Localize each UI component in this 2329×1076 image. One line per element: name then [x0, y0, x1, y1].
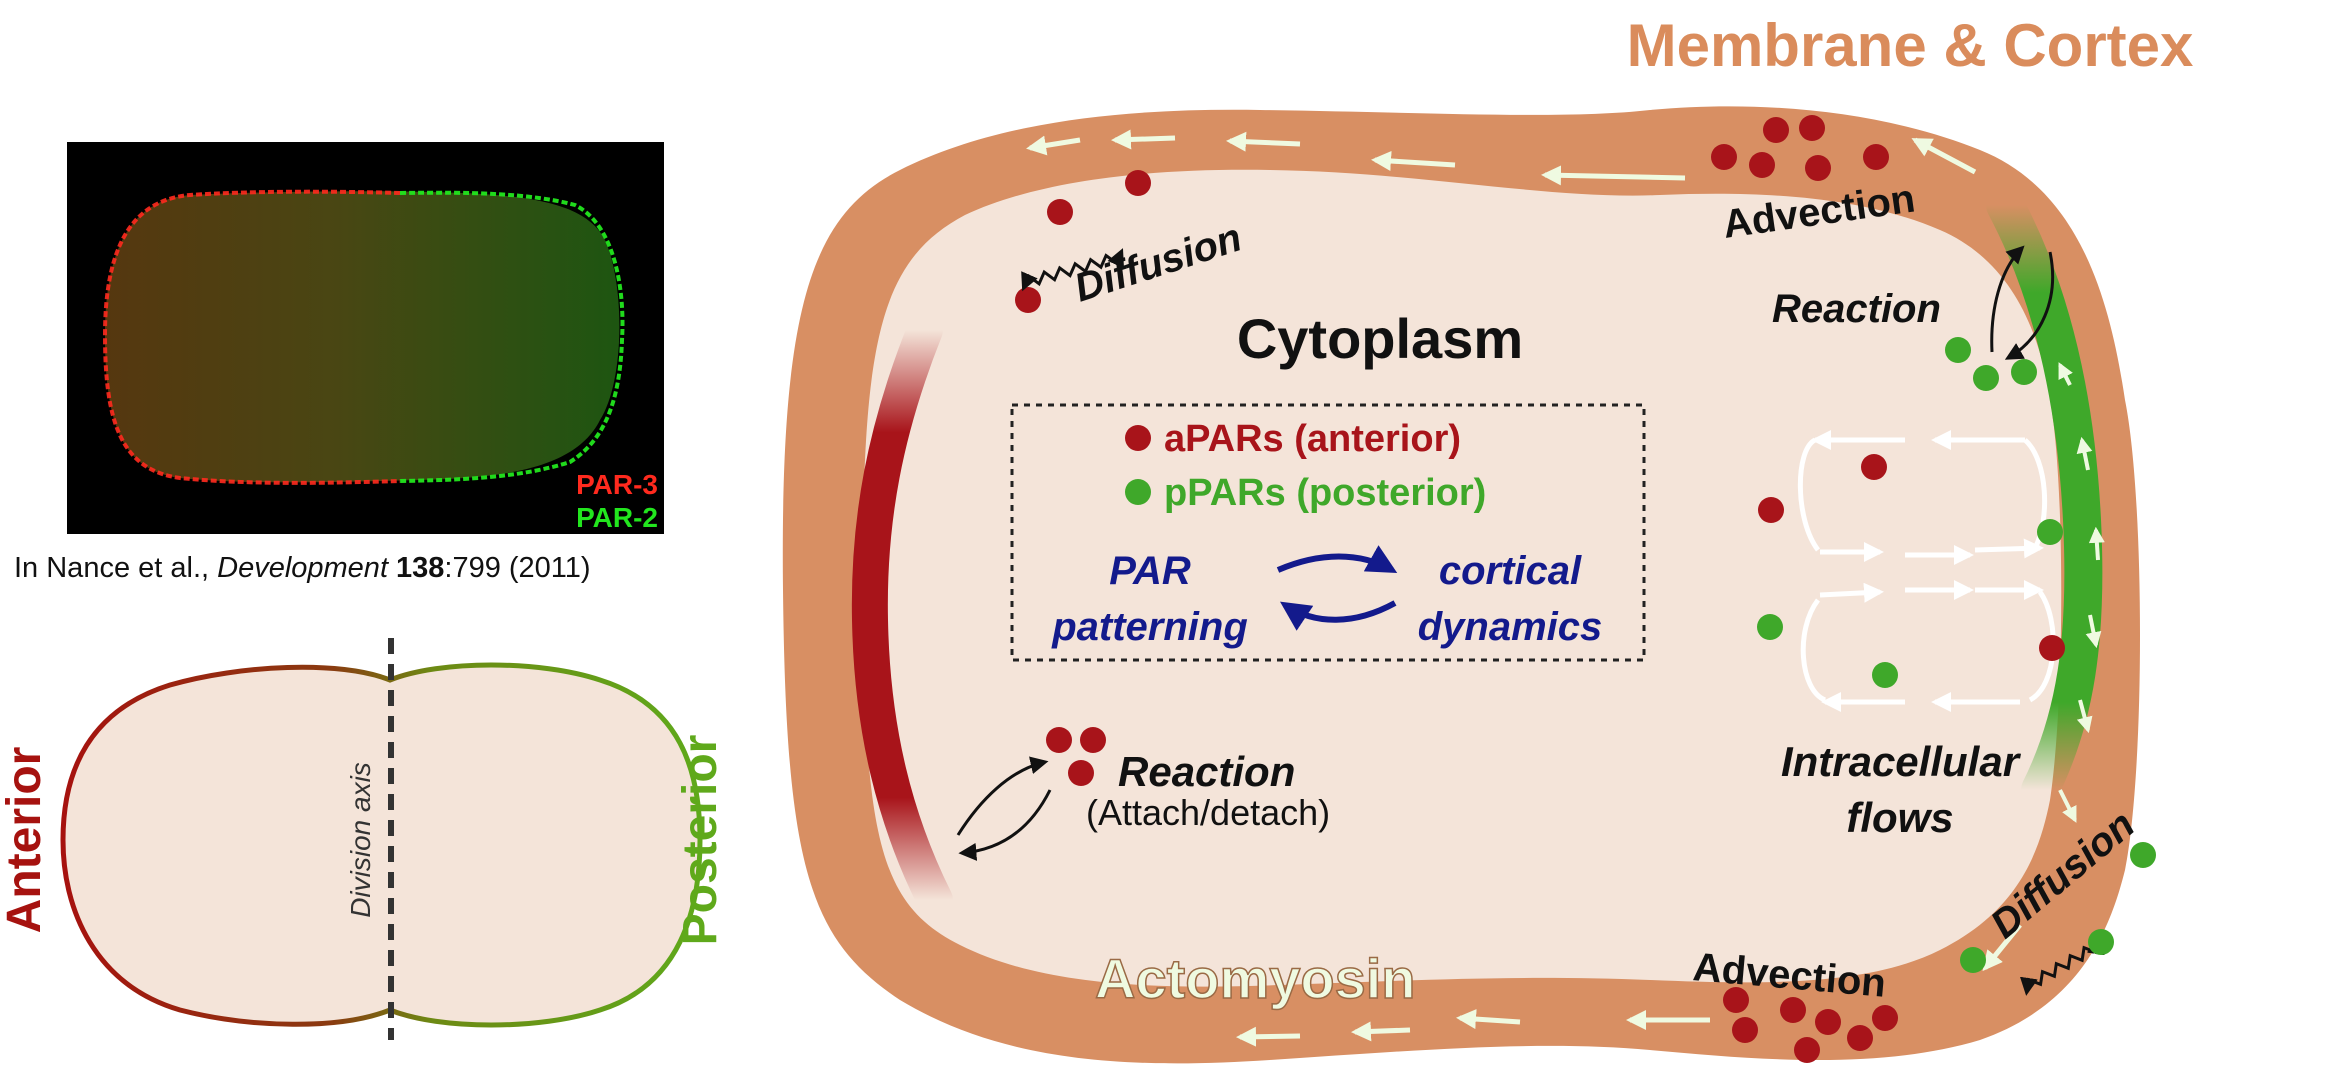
reaction-arrow-down — [2004, 251, 2055, 360]
apar-particle — [1046, 727, 1072, 753]
reaction-arrow-up — [1990, 245, 2025, 353]
diagram-title: Membrane & Cortex — [1627, 12, 2194, 79]
apar-particle — [1799, 115, 1825, 141]
apar-particle — [2039, 635, 2065, 661]
citation-journal: Development — [217, 552, 390, 584]
reaction-right: Reaction — [1772, 245, 2055, 391]
ppar-legend-label: pPARs (posterior) — [1164, 472, 1486, 514]
posterior-label: Posterior — [674, 735, 727, 946]
reaction-right-label: Reaction — [1772, 287, 1941, 331]
diffusion-wiggle-icon — [2019, 936, 2105, 996]
apar-particle — [1732, 1017, 1758, 1043]
ppar-particle — [1960, 947, 1986, 973]
apar-particle — [1758, 497, 1784, 523]
par-patterning-line1: PAR — [1109, 549, 1191, 593]
ppar-particle — [2130, 842, 2156, 868]
ppar-particle — [1872, 662, 1898, 688]
par3-cortex-signal — [102, 189, 401, 485]
embryo-body — [105, 191, 620, 483]
anterior-label: Anterior — [0, 747, 51, 934]
anterior-cortex-band — [851, 312, 953, 918]
apar-particle — [1723, 987, 1749, 1013]
apar-particle — [1780, 997, 1806, 1023]
apar-particle — [1805, 155, 1831, 181]
apar-particle — [1080, 727, 1106, 753]
coupling-arrow-top — [1276, 545, 1398, 573]
intracellular-flows — [1797, 430, 2056, 712]
main-diagram: Membrane & Cortex — [782, 12, 2194, 1064]
cortical-flow-arrows-bottom — [1236, 923, 2022, 1047]
citation-rest: :799 (2011) — [444, 552, 590, 584]
apar-particle — [1763, 117, 1789, 143]
apar-particle — [1863, 144, 1889, 170]
attach-detach-label: (Attach/detach) — [1086, 792, 1330, 833]
apar-particle — [1711, 144, 1737, 170]
apar-particle — [1861, 454, 1887, 480]
coupling-arrow-bottom — [1280, 600, 1397, 631]
apar-legend-dot — [1125, 425, 1151, 451]
intracellular-label-line1: Intracellular — [1781, 738, 2022, 785]
ppar-particle — [2088, 929, 2114, 955]
par-patterning-line2: patterning — [1051, 605, 1248, 649]
cytoplasm-label: Cytoplasm — [1237, 307, 1523, 370]
ppar-particle — [1945, 337, 1971, 363]
ppar-particle — [2037, 519, 2063, 545]
actomyosin-label: Actomyosin — [1095, 947, 1416, 1010]
cortical-flow-arrows-right — [2058, 362, 2105, 823]
par2-cortex-signal — [399, 190, 625, 483]
schematic-cell: Division axis Anterior Posterior — [0, 638, 727, 1040]
advection-bottom: Advection — [1691, 945, 1898, 1063]
ppar-particle — [1973, 365, 1999, 391]
reaction-left: Reaction (Attach/detach) — [956, 727, 1330, 861]
posterior-cortex-band — [1986, 186, 2103, 809]
apar-particle — [1872, 1005, 1898, 1031]
par2-label: PAR-2 — [576, 502, 658, 533]
apar-particle — [1815, 1009, 1841, 1035]
schematic-outline — [60, 662, 703, 1028]
legend-box — [1010, 403, 1646, 662]
cortical-flow-arrows-top — [1026, 129, 1977, 186]
citation-prefix: In Nance et al., — [14, 552, 217, 584]
apar-particle — [1068, 760, 1094, 786]
cortical-dynamics-line2: dynamics — [1418, 605, 1603, 649]
cortical-dynamics-line1: cortical — [1439, 549, 1582, 593]
apar-particle — [1794, 1037, 1820, 1063]
ppar-legend-dot — [1125, 479, 1151, 505]
micrograph: PAR-3 PAR-2 — [67, 142, 664, 534]
reaction-arrow-out — [958, 789, 1052, 861]
diffusion-wiggle-icon — [1021, 248, 1124, 292]
apar-particle — [1015, 287, 1041, 313]
apar-particle — [1125, 170, 1151, 196]
cytoplasm — [862, 169, 2062, 987]
intracellular-particles — [1757, 454, 2065, 688]
ppar-particle — [2011, 359, 2037, 385]
reaction-left-label: Reaction — [1118, 748, 1295, 795]
division-axis-label: Division axis — [345, 762, 376, 918]
apar-particle — [1047, 199, 1073, 225]
intracellular-label-line2: flows — [1846, 794, 1953, 841]
reaction-arrow-in — [956, 756, 1049, 836]
apar-legend-label: aPARs (anterior) — [1164, 418, 1461, 460]
apar-particle — [1749, 152, 1775, 178]
par3-label: PAR-3 — [576, 469, 658, 500]
apar-particle — [1847, 1025, 1873, 1051]
ppar-particle — [1757, 614, 1783, 640]
citation-volume: 138 — [396, 552, 444, 584]
